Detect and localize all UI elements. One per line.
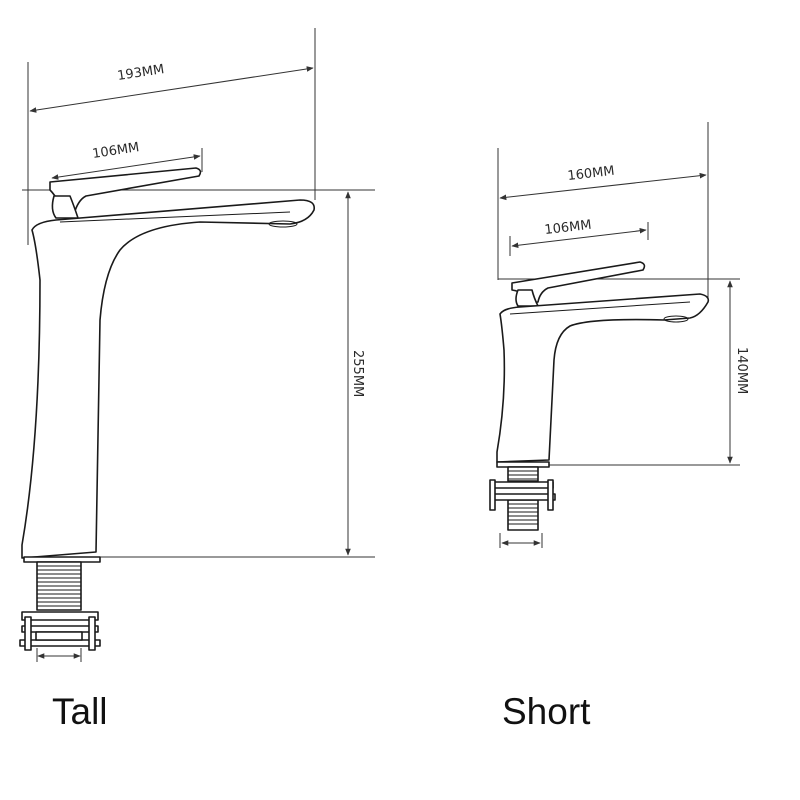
tall-handle-dimension-line <box>51 154 201 180</box>
short-faucet-body <box>496 293 710 463</box>
short-handle-label: 106MM <box>544 218 593 238</box>
short-mounting-hardware <box>489 479 556 511</box>
tall-handle-label: 106MM <box>91 140 140 162</box>
short-width-label: 160MM <box>567 164 616 184</box>
tall-width-dimension-line <box>29 66 314 113</box>
tall-height-label: 255MM <box>350 350 365 397</box>
tall-faucet: 193MM 106MM 255MM <box>19 28 375 732</box>
tall-width-label: 193MM <box>116 62 165 84</box>
tall-threaded-stem <box>36 561 82 611</box>
tall-mounting-hardware <box>19 611 101 651</box>
short-handle-dimension-line <box>511 227 647 249</box>
short-height-label: 140MM <box>734 347 749 394</box>
short-faucet: 160MM 106MM 140MM <box>489 122 749 732</box>
short-caption: Short <box>502 691 591 732</box>
tall-faucet-body <box>21 199 316 559</box>
short-threaded-stem <box>507 466 539 531</box>
tall-caption: Tall <box>52 691 108 732</box>
short-width-dimension-line <box>499 172 707 201</box>
